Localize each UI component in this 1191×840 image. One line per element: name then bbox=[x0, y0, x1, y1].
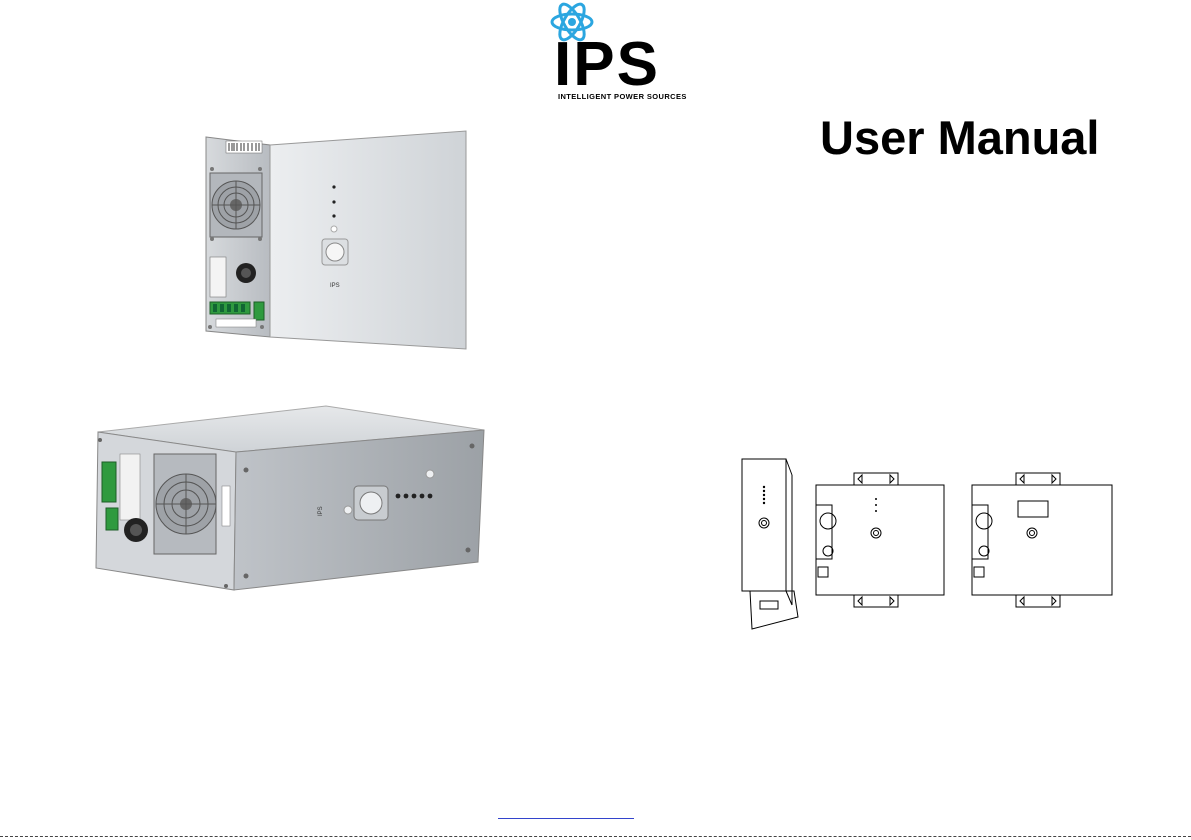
document-title: User Manual bbox=[820, 112, 1099, 164]
power-button-icon bbox=[354, 486, 388, 520]
photo-tall-logo: IPS bbox=[330, 283, 340, 289]
brand-logo: IPS INTELLIGENT POWER SOURCES bbox=[548, 0, 714, 106]
footer-link[interactable] bbox=[498, 806, 634, 819]
outline-drawings bbox=[736, 455, 1120, 635]
photo-flat-logo: IPS bbox=[318, 506, 324, 516]
fan-icon bbox=[210, 173, 262, 237]
logo-tagline: INTELLIGENT POWER SOURCES bbox=[558, 92, 687, 101]
logo-wordmark: IPS bbox=[554, 34, 660, 96]
product-photo-vertical: IPS bbox=[196, 127, 480, 359]
page-bottom-border bbox=[0, 836, 1191, 837]
product-photo-horizontal: IPS bbox=[86, 400, 496, 600]
power-button-icon bbox=[322, 239, 348, 265]
fan-icon bbox=[154, 454, 216, 554]
